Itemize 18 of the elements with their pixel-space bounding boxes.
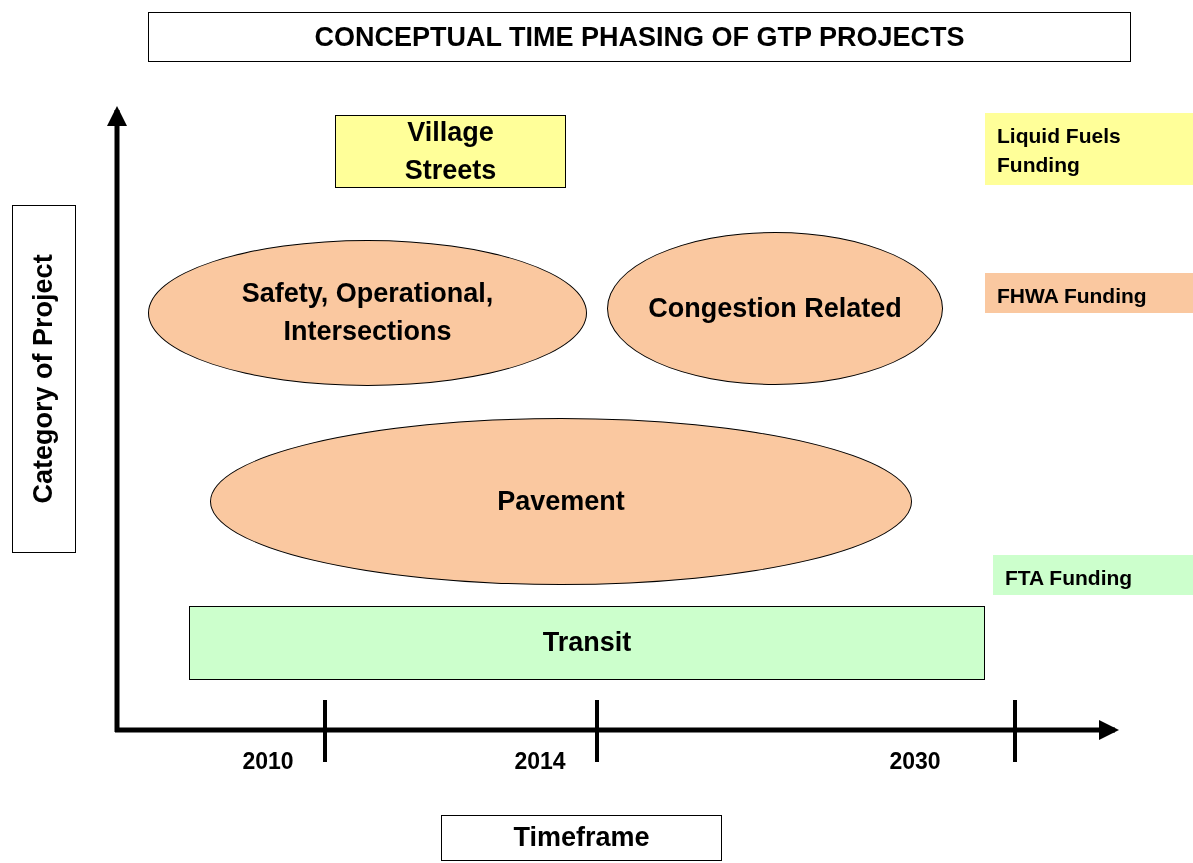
project-box (335, 115, 566, 188)
node-label: Category of Project (27, 254, 60, 504)
axis-title-box (441, 815, 722, 861)
node-label: Transit (541, 626, 633, 660)
node-label: Timeframe (512, 821, 651, 855)
axis-title-box (12, 205, 76, 553)
node-label: Safety, Operational, Intersections (240, 277, 495, 348)
legend-label: FHWA Funding (997, 283, 1148, 309)
legend-label: FTA Funding (1005, 565, 1134, 591)
legend-label: Liquid Fuels Funding (997, 123, 1122, 178)
node-label: Congestion Related (647, 291, 903, 325)
tick-label: 2014 (513, 748, 567, 775)
node-label: Village Streets (403, 115, 498, 187)
title: CONCEPTUAL TIME PHASING OF GTP PROJECTS (148, 12, 1131, 62)
node-label: Pavement (496, 484, 626, 518)
tick-label: 2030 (888, 748, 942, 775)
project-box (189, 606, 985, 680)
tick-label: 2010 (241, 748, 295, 775)
